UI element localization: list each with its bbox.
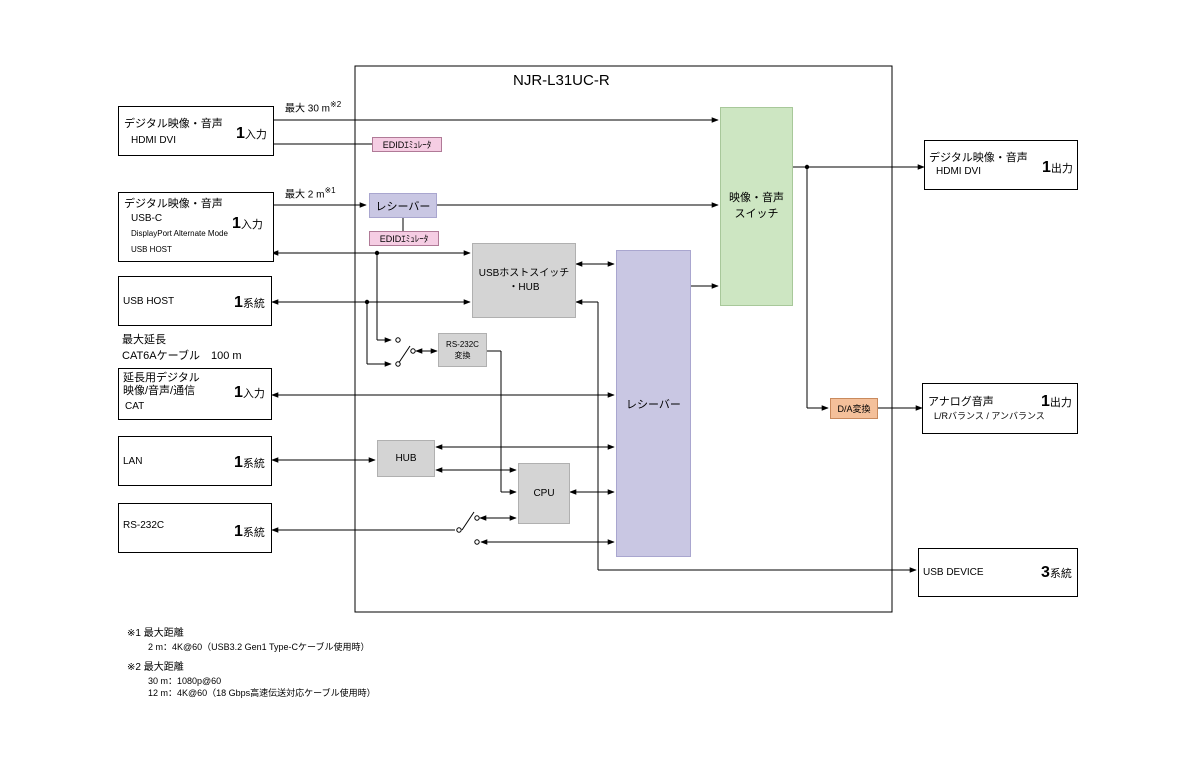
input-lan-unit: 系統 bbox=[242, 458, 265, 470]
output-usbdevice-box: USB DEVICE 3系統 bbox=[918, 548, 1078, 597]
output-analog-line1: アナログ音声 bbox=[928, 396, 994, 408]
input-cat-count-row: 1入力 bbox=[234, 385, 265, 401]
cat-note-line2: CAT6Aケーブル 100 m bbox=[122, 350, 242, 362]
input-cat-line1: 延長用デジタル bbox=[123, 372, 200, 384]
footnote-1-line1: 2 m：4K@60（USB3.2 Gen1 Type-Cケーブル使用時） bbox=[148, 642, 370, 652]
usb-hub-line1: USBホストスイッチ bbox=[478, 267, 570, 279]
input-lan-box: LAN 1系統 bbox=[118, 436, 272, 486]
distance-hdmi-mark: ※2 bbox=[330, 100, 342, 109]
input-usbhost-box: USB HOST 1系統 bbox=[118, 276, 272, 326]
cpu-block: CPU bbox=[518, 463, 570, 524]
usb-hub-line2: ・HUB bbox=[508, 281, 540, 293]
device-title: NJR-L31UC-R bbox=[513, 72, 610, 89]
footnote-1-title: ※1 最大距離 bbox=[127, 628, 184, 639]
distance-usbc-mark: ※1 bbox=[324, 186, 336, 195]
receiver-main: レシーバー bbox=[616, 250, 691, 557]
input-usbhost-label: USB HOST bbox=[123, 296, 175, 307]
footnote-2-line2: 12 m：4K@60（18 Gbps高速伝送対応ケーブル使用時） bbox=[148, 688, 376, 698]
device-frame bbox=[354, 65, 893, 613]
output-usbdevice-unit: 系統 bbox=[1049, 568, 1072, 580]
output-analog-count: 1 bbox=[1041, 393, 1050, 410]
output-hdmi-count-row: 1出力 bbox=[1042, 160, 1073, 176]
input-hdmi-count-row: 1入力 bbox=[236, 126, 267, 142]
footnote-2-line1: 30 m：1080p@60 bbox=[148, 676, 222, 686]
output-analog-line2: L/Rバランス / アンバランス bbox=[934, 411, 1045, 421]
input-usbc-line3: DisplayPort Alternate Mode bbox=[131, 229, 228, 238]
distance-usbc: 最大 2 m※1 bbox=[285, 187, 336, 200]
receiver-small: レシーバー bbox=[369, 193, 437, 218]
distance-hdmi-text: 最大 30 m bbox=[285, 103, 331, 115]
input-usbc-unit: 入力 bbox=[240, 219, 263, 231]
output-hdmi-box: デジタル映像・音声 HDMI DVI 1出力 bbox=[924, 140, 1078, 190]
input-lan-count: 1 bbox=[234, 454, 243, 471]
rs232c-conv-line2: 変換 bbox=[454, 351, 471, 360]
input-usbc-count: 1 bbox=[232, 215, 241, 232]
input-usbhost-count: 1 bbox=[234, 294, 243, 311]
av-switch-line2: スイッチ bbox=[734, 207, 779, 220]
output-analog-box: アナログ音声 L/Rバランス / アンバランス 1出力 bbox=[922, 383, 1078, 434]
output-hdmi-unit: 出力 bbox=[1050, 163, 1073, 175]
input-usbhost-count-row: 1系統 bbox=[234, 295, 265, 311]
input-rs232c-label: RS-232C bbox=[123, 520, 165, 531]
input-hdmi-line2: HDMI DVI bbox=[131, 135, 176, 146]
input-hdmi-box: デジタル映像・音声 HDMI DVI 1入力 bbox=[118, 106, 274, 156]
input-hdmi-count: 1 bbox=[236, 125, 245, 142]
input-usbc-line2: USB-C bbox=[131, 213, 163, 224]
output-hdmi-line1: デジタル映像・音声 bbox=[929, 152, 1028, 164]
output-analog-unit: 出力 bbox=[1049, 397, 1072, 409]
input-cat-unit: 入力 bbox=[242, 388, 265, 400]
edid-emulator-1: EDIDｴﾐｭﾚｰﾀ bbox=[372, 137, 442, 152]
rs232c-selector-switch bbox=[461, 511, 475, 531]
input-usbc-count-row: 1入力 bbox=[232, 216, 263, 232]
input-rs232c-box: RS-232C 1系統 bbox=[118, 503, 272, 553]
distance-hdmi: 最大 30 m※2 bbox=[285, 101, 341, 114]
input-cat-count: 1 bbox=[234, 384, 243, 401]
input-cat-line2: 映像/音声/通信 bbox=[123, 385, 196, 397]
output-hdmi-count: 1 bbox=[1042, 159, 1051, 176]
av-switch-line1: 映像・音声 bbox=[729, 192, 784, 205]
output-usbdevice-label: USB DEVICE bbox=[923, 567, 984, 578]
input-rs232c-count: 1 bbox=[234, 523, 243, 540]
input-usbc-line4: USB HOST bbox=[131, 245, 172, 254]
distance-usbc-text: 最大 2 m bbox=[285, 189, 325, 201]
av-switch-block: 映像・音声 スイッチ bbox=[720, 107, 793, 306]
input-lan-label: LAN bbox=[123, 456, 143, 467]
input-cat-line3: CAT bbox=[125, 401, 145, 412]
input-rs232c-count-row: 1系統 bbox=[234, 524, 265, 540]
input-hdmi-line1: デジタル映像・音声 bbox=[124, 118, 223, 130]
output-analog-count-row: 1出力 bbox=[1041, 394, 1072, 410]
output-usbdevice-count: 3 bbox=[1041, 564, 1050, 581]
rs232c-conv-line1: RS-232C bbox=[446, 339, 479, 349]
input-usbhost-unit: 系統 bbox=[242, 298, 265, 310]
input-rs232c-unit: 系統 bbox=[242, 527, 265, 539]
da-converter: D/A変換 bbox=[830, 398, 878, 419]
footnote-2-title: ※2 最大距離 bbox=[127, 662, 184, 673]
rs232c-converter: RS-232C 変換 bbox=[438, 333, 487, 367]
hub-block: HUB bbox=[377, 440, 435, 477]
edid-emulator-2: EDIDｴﾐｭﾚｰﾀ bbox=[369, 231, 439, 246]
input-cat-box: 延長用デジタル 映像/音声/通信 CAT 1入力 bbox=[118, 368, 272, 420]
input-usbc-line1: デジタル映像・音声 bbox=[124, 198, 223, 210]
output-usbdevice-count-row: 3系統 bbox=[1041, 565, 1072, 581]
input-lan-count-row: 1系統 bbox=[234, 455, 265, 471]
input-usbc-box: デジタル映像・音声 USB-C DisplayPort Alternate Mo… bbox=[118, 192, 274, 262]
input-hdmi-unit: 入力 bbox=[244, 129, 267, 141]
usb-selector-switch bbox=[397, 345, 411, 365]
usb-host-switch-hub: USBホストスイッチ ・HUB bbox=[472, 243, 576, 318]
cat-note-line1: 最大延長 bbox=[122, 334, 166, 346]
output-hdmi-line2: HDMI DVI bbox=[936, 166, 981, 177]
